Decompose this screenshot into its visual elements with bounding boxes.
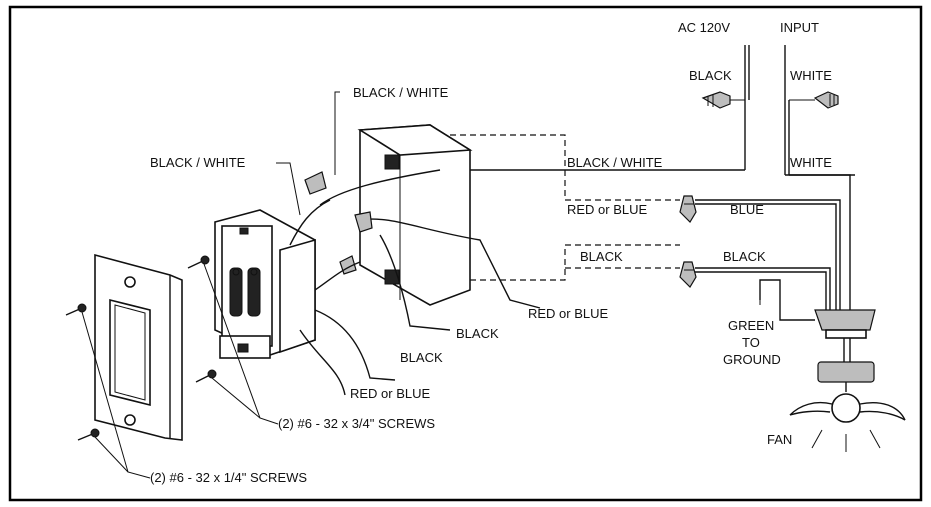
screw-switch-bottom — [195, 369, 217, 383]
label-to: TO — [742, 335, 760, 350]
label-black-dash: BLACK — [580, 249, 623, 264]
screw-plate-top — [65, 303, 87, 316]
label-black-white-top: BLACK / WHITE — [353, 85, 449, 100]
wire-nut-black — [679, 261, 697, 288]
ac-input-wires — [440, 45, 855, 310]
wall-plate — [94, 253, 183, 441]
diagram-frame — [8, 5, 923, 502]
label-red-or-blue-low: RED or BLUE — [350, 386, 431, 401]
label-white-line: WHITE — [790, 155, 832, 170]
labels: AC 120V INPUT BLACK WHITE BLACK / WHITE … — [150, 20, 832, 485]
label-black-mid2: BLACK — [400, 350, 443, 365]
label-leaders — [276, 91, 761, 305]
fan-control-switch — [214, 199, 396, 396]
label-red-or-blue-dash: RED or BLUE — [567, 202, 648, 217]
label-screws-1-4: (2) #6 - 32 x 1/4" SCREWS — [150, 470, 307, 485]
screws — [65, 255, 279, 479]
label-ground: GROUND — [723, 352, 781, 367]
label-black-white-box: BLACK / WHITE — [567, 155, 663, 170]
label-input: INPUT — [780, 20, 819, 35]
label-ac-120v: AC 120V — [678, 20, 730, 35]
wire-nut-black-input — [701, 91, 745, 109]
wire-nut-white-input — [789, 91, 839, 109]
label-black-mid1: BLACK — [456, 326, 499, 341]
ceiling-fan — [759, 279, 906, 452]
label-input-black: BLACK — [689, 68, 732, 83]
label-green: GREEN — [728, 318, 774, 333]
label-input-white: WHITE — [790, 68, 832, 83]
screw-switch-top — [187, 255, 210, 269]
label-black-white-left: BLACK / WHITE — [150, 155, 246, 170]
label-blue: BLUE — [730, 202, 764, 217]
wire-nut-blue — [679, 195, 697, 223]
label-black-right: BLACK — [723, 249, 766, 264]
label-red-or-blue-mid: RED or BLUE — [528, 306, 609, 321]
label-screws-3-4: (2) #6 - 32 x 3/4" SCREWS — [278, 416, 435, 431]
label-fan: FAN — [767, 432, 792, 447]
conduit-runs — [430, 134, 841, 310]
junction-box — [304, 124, 541, 331]
